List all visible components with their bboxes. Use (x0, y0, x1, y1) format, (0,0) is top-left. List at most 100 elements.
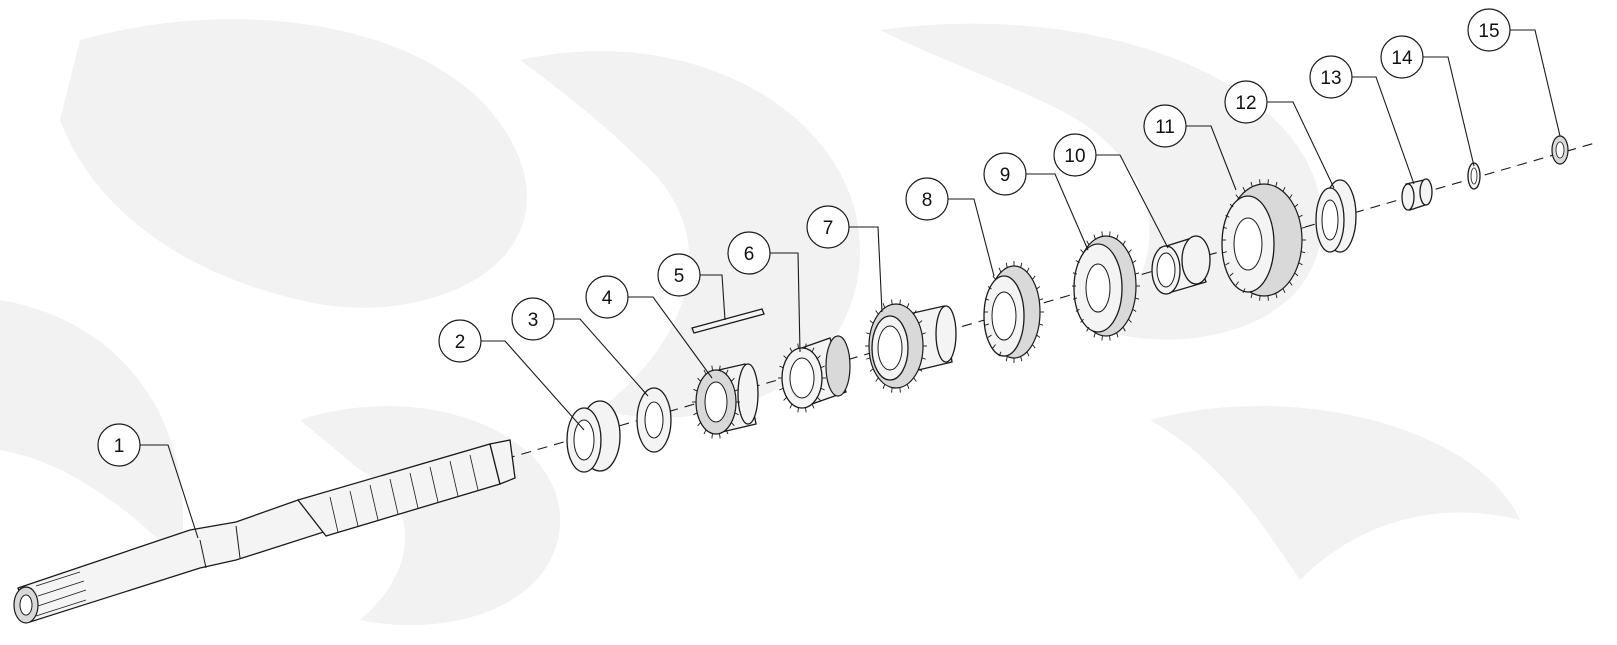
gear-tooth (811, 347, 815, 353)
gear-tooth (1282, 186, 1286, 192)
callout-12: 12 (1224, 80, 1268, 124)
gear-tooth (693, 412, 698, 416)
gear-tooth (987, 286, 992, 290)
leader-7 (849, 226, 883, 313)
gear-tooth (992, 344, 996, 349)
gear-7 (868, 303, 957, 389)
gear-tooth (1294, 203, 1299, 208)
gear-tooth (906, 303, 910, 308)
callouts: 1 2 3 4 5 6 7 8 9 10 11 12 13 14 15 (97, 8, 1511, 467)
gear-tooth (1020, 262, 1023, 268)
callout-6: 6 (727, 231, 771, 275)
gear-9 (1073, 235, 1137, 337)
gear-tooth (816, 355, 821, 360)
callout-label: 10 (1064, 146, 1085, 167)
gear-tooth (1032, 344, 1036, 349)
leader-lines (140, 29, 1561, 539)
gear-tooth (1132, 308, 1137, 312)
gear-tooth (1128, 249, 1132, 254)
callout-14: 14 (1380, 35, 1424, 79)
gear-tooth (913, 310, 917, 315)
callout-label: 15 (1478, 21, 1499, 42)
leader-9 (1026, 173, 1089, 251)
callout-label: 14 (1391, 48, 1413, 69)
gear-tooth (1225, 262, 1230, 266)
callout-4: 4 (585, 275, 629, 319)
callout-label: 9 (1000, 165, 1011, 186)
gear-tooth (725, 429, 729, 435)
gear-tooth (918, 320, 923, 324)
gear-tooth (1242, 186, 1246, 192)
gear-tooth (734, 412, 739, 416)
gear-tooth (779, 365, 784, 369)
gear-tooth (779, 387, 784, 391)
watermark (0, 19, 1520, 626)
gear-tooth (1036, 334, 1041, 338)
leader-8 (948, 198, 995, 277)
gear-tooth (1298, 214, 1303, 218)
gear-tooth (1026, 351, 1030, 357)
callout-label: 8 (922, 190, 933, 211)
callout-label: 1 (114, 436, 125, 457)
gear-tooth (1072, 297, 1078, 300)
end-ring-15 (1551, 135, 1569, 165)
gear-tooth (811, 403, 815, 409)
gear-tooth (1026, 267, 1030, 273)
gear-tooth (1275, 293, 1278, 299)
gear-tooth (921, 357, 926, 360)
gear-tooth (1282, 288, 1286, 294)
gear-tooth (998, 267, 1002, 273)
axis-line (504, 142, 1596, 460)
callout-label: 3 (528, 310, 539, 331)
gear-tooth (1132, 260, 1137, 264)
gear-tooth (783, 355, 788, 360)
gear-tooth (1080, 249, 1084, 254)
callout-label: 13 (1320, 68, 1341, 89)
callout-15: 15 (1467, 8, 1511, 52)
gear-tooth (1294, 272, 1299, 277)
gear-tooth (1222, 226, 1227, 229)
gear-tooth (1235, 194, 1239, 199)
snap-ring-14 (1467, 162, 1481, 190)
gear-tooth (820, 387, 825, 391)
leader-3 (553, 318, 649, 397)
gear-tooth (869, 368, 874, 372)
gear-tooth (1229, 272, 1234, 277)
leader-5 (700, 274, 726, 321)
leader-10 (1096, 154, 1169, 249)
gear-tooth (711, 433, 713, 439)
gear-tooth (1038, 323, 1044, 326)
gear-tooth (899, 387, 901, 393)
gear-tooth (719, 433, 721, 439)
callout-10: 10 (1053, 133, 1097, 177)
gear-tooth (882, 303, 886, 308)
gear-tooth (1289, 194, 1293, 199)
pin-5 (691, 308, 765, 334)
gear-tooth (1080, 318, 1084, 323)
leader-14 (1423, 56, 1475, 167)
bushing-10 (1151, 235, 1211, 295)
gear-tooth (918, 368, 923, 372)
gear-tooth (1250, 181, 1253, 187)
gear-tooth (987, 334, 992, 338)
gear-tooth (1093, 332, 1096, 338)
gear-tooth (1005, 262, 1008, 268)
main-shaft (13, 439, 516, 624)
gear-tooth (816, 396, 821, 401)
gear-tooth (1020, 356, 1023, 362)
gear-tooth (1301, 251, 1306, 254)
gear-teeth (692, 179, 1306, 439)
gear-8 (983, 265, 1041, 359)
callout-11: 11 (1143, 104, 1187, 148)
gear-tooth (1250, 293, 1253, 299)
spacer-13 (1401, 178, 1433, 211)
gear-tooth (703, 369, 707, 375)
gear-tooth (891, 387, 893, 393)
gear-tooth (725, 369, 729, 375)
gear-tooth (866, 357, 871, 360)
gear-tooth (783, 396, 788, 401)
gear-6 (781, 335, 851, 409)
callout-8: 8 (905, 177, 949, 221)
gear-tooth (992, 275, 996, 280)
gear-tooth (1289, 281, 1293, 286)
